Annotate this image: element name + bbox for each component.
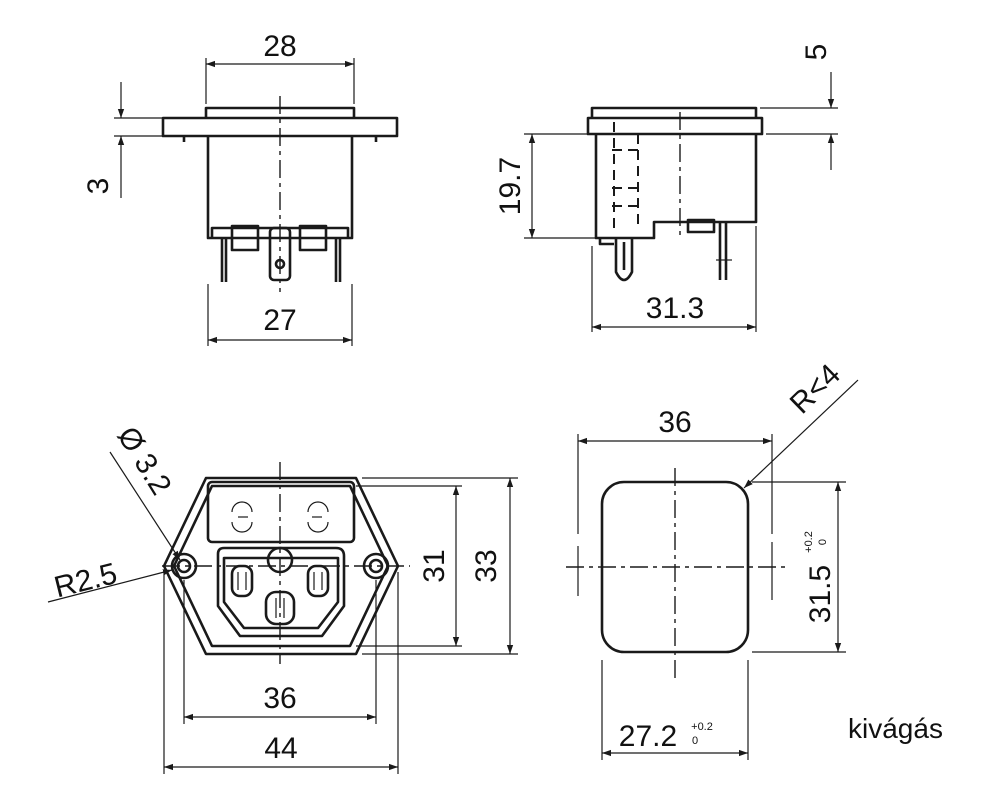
front-dim-27: 27 — [263, 304, 296, 337]
cutout-dim-31-5: 31.5 — [804, 565, 837, 623]
cutout-dim-27-2-tol-upper: +0.2 — [691, 721, 713, 733]
cutout-dim-27-2: 27.2 — [619, 720, 677, 753]
socket-dim-33: 33 — [470, 549, 503, 582]
cutout-dim-27-2-tol-lower: 0 — [692, 735, 698, 747]
side-dim-19-7: 19.7 — [494, 157, 527, 215]
front-view: 28 27 3 — [82, 30, 399, 346]
socket-dim-radius: R2.5 — [51, 557, 120, 604]
cutout-dim-31-5-tol-lower: 0 — [817, 539, 829, 545]
cutout-label: kivágás — [848, 713, 943, 744]
front-dim-3: 3 — [82, 178, 115, 195]
side-dim-31-3: 31.3 — [646, 292, 704, 325]
side-dim-5: 5 — [800, 44, 833, 61]
side-view: 5 19.7 31.3 — [494, 44, 838, 332]
socket-dim-hole-diameter: Ø 3.2 — [111, 421, 178, 501]
front-dim-28: 28 — [263, 30, 296, 63]
cutout-dim-31-5-tol-upper: +0.2 — [803, 531, 815, 553]
socket-dim-31: 31 — [418, 549, 451, 582]
socket-dim-44: 44 — [264, 732, 297, 765]
socket-dim-36: 36 — [263, 682, 296, 715]
cutout-dim-36: 36 — [658, 406, 691, 439]
cutout-dim-radius: R<4 — [784, 358, 847, 421]
socket-view: Ø 3.2 R2.5 31 33 36 44 — [47, 421, 518, 774]
cutout-view: 36 R<4 31.5 +0.2 0 27.2 +0.2 0 kivágás — [566, 358, 943, 760]
